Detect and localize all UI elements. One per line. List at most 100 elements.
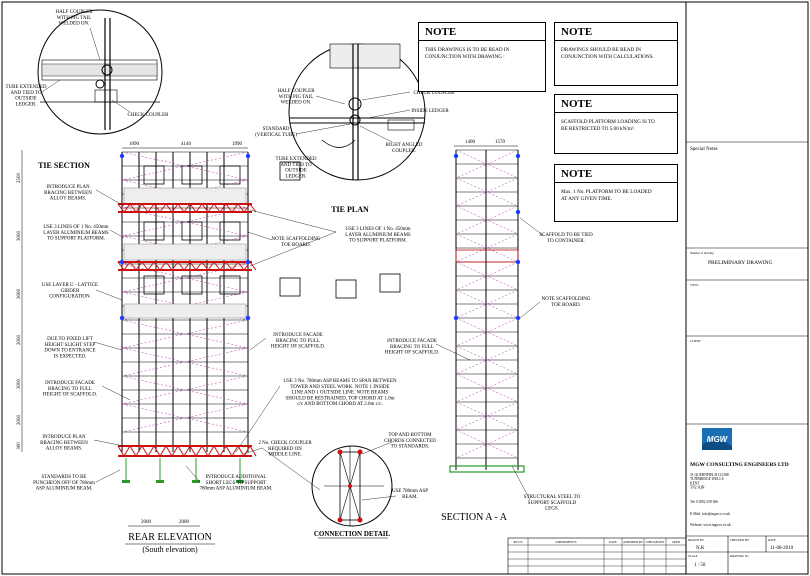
company-name: MGW CONSULTING ENGINEERS LTD	[690, 462, 789, 468]
tie-section-label: TIE SECTION	[38, 161, 90, 170]
label-asp-beams: USE 3 No. 780mm ASP BEAMS TO SPAN BETWEE…	[283, 379, 397, 407]
section-brace	[455, 177, 519, 207]
platform	[123, 303, 247, 319]
sdim-1: 1570	[495, 140, 506, 145]
facade-brace	[121, 375, 249, 405]
window	[181, 165, 203, 185]
facade-brace	[121, 263, 249, 293]
window	[181, 275, 203, 295]
scale-value: 1 : 50	[694, 563, 706, 568]
section-brace	[455, 345, 519, 375]
ldim-0: 2500	[17, 173, 22, 184]
section-brace	[455, 233, 519, 263]
section-tie	[515, 153, 521, 159]
ldim-1: 3000	[17, 231, 22, 242]
section-brace	[455, 261, 519, 291]
section-brace	[455, 205, 519, 235]
section-steel	[449, 465, 525, 473]
note-body-1: THIS DRAWINGS IS TO BE READ IN CONJUNCTI…	[425, 47, 510, 60]
platform	[123, 187, 247, 205]
section-brace	[455, 373, 519, 403]
section-title: SECTION A - A	[441, 512, 508, 523]
tc-label-2: INSIDE LEDGER	[411, 109, 449, 114]
section-tie	[453, 153, 459, 159]
drawn-label: DRAWN BY	[688, 538, 705, 542]
note-box-2: NOTE DRAWINGS SHOULD BE READ IN CONJUNCT…	[554, 22, 678, 86]
connection-title: CONNECTION DETAIL	[314, 530, 391, 538]
platform	[123, 243, 247, 261]
ldim-4: 3000	[17, 379, 22, 390]
facade-brace	[121, 319, 249, 349]
section-tie	[515, 315, 521, 321]
special-notes-label: Special Notes	[690, 147, 718, 152]
tdim-0: 1090	[129, 142, 140, 147]
base-plate	[236, 480, 244, 483]
note-title-2: NOTE	[555, 23, 677, 41]
logo: MGW	[702, 428, 732, 450]
company-tel: Tel: 01892 539 366	[690, 500, 718, 504]
tie-point	[245, 259, 251, 265]
rev-h-1: AMENDMENTS	[555, 540, 576, 544]
section-tie	[515, 209, 521, 215]
rev-h-4: CHECKED BY	[645, 540, 665, 544]
base-plate	[122, 480, 130, 483]
tc-label-3: STANDARD(VERTICAL TUBE)	[255, 127, 297, 138]
elevation-subtitle: (South elevation)	[142, 545, 198, 554]
note-title-1: NOTE	[419, 23, 545, 41]
note-box-3: NOTE SCAFFOLD PLATFORM LOADING IS TO BE …	[554, 94, 678, 154]
elevation-bottom-dims: 2000 2000	[128, 520, 200, 527]
bdim-1: 2000	[179, 520, 190, 525]
section-brace	[455, 261, 519, 291]
section-brace	[455, 429, 519, 459]
base-plate	[192, 480, 200, 483]
section-brace	[455, 317, 519, 347]
section-a-a	[449, 149, 525, 473]
section-brace	[455, 289, 519, 319]
bdim-0: 2000	[141, 520, 152, 525]
company-email: E-Mail: info@mgwcs.co.uk	[690, 512, 730, 516]
revision-table: REV/N AMENDMENTS DATE AMENDED BY CHECKED…	[507, 537, 687, 575]
note-title-4: NOTE	[555, 165, 677, 183]
section-brace	[455, 149, 519, 179]
tl-label-2: CHECK COUPLER	[128, 113, 170, 118]
facade-brace	[121, 403, 249, 433]
section-brace	[455, 233, 519, 263]
section-brace	[455, 177, 519, 207]
title-label: TITLE	[690, 283, 698, 287]
note-box-4: NOTE Max. 1 No. PLATFORM TO BE LOADED AT…	[554, 164, 678, 222]
drawing-value: PRELIMINARY DRAWING	[708, 260, 773, 266]
note-body-3: SCAFFOLD PLATFORM LOADING IS TO BE RESTR…	[561, 119, 655, 132]
elevation-top-dims: 1090 4140 1990	[122, 142, 248, 149]
lattice-beam	[117, 203, 257, 213]
tie-point	[119, 315, 125, 321]
drawing-label: Number of drawing	[690, 251, 714, 255]
tie-point	[119, 153, 125, 159]
section-tie	[515, 259, 521, 265]
section-labels: 1400 1570 SECTION A - A SCAFFOLD TO BE T…	[385, 140, 593, 523]
sdim-0: 1400	[465, 140, 476, 145]
window	[143, 221, 165, 241]
section-brace	[455, 429, 519, 459]
note-title-3: NOTE	[555, 95, 677, 113]
window	[379, 273, 401, 293]
rev-h-3: AMENDED BY	[623, 540, 644, 544]
ldim-2: 3000	[17, 289, 22, 300]
window	[143, 165, 165, 185]
